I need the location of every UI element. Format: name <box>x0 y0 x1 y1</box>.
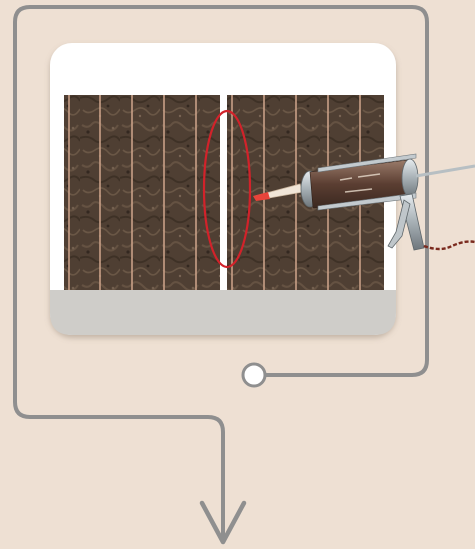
siding-gap <box>220 95 227 290</box>
connector-dot-icon <box>243 364 265 386</box>
